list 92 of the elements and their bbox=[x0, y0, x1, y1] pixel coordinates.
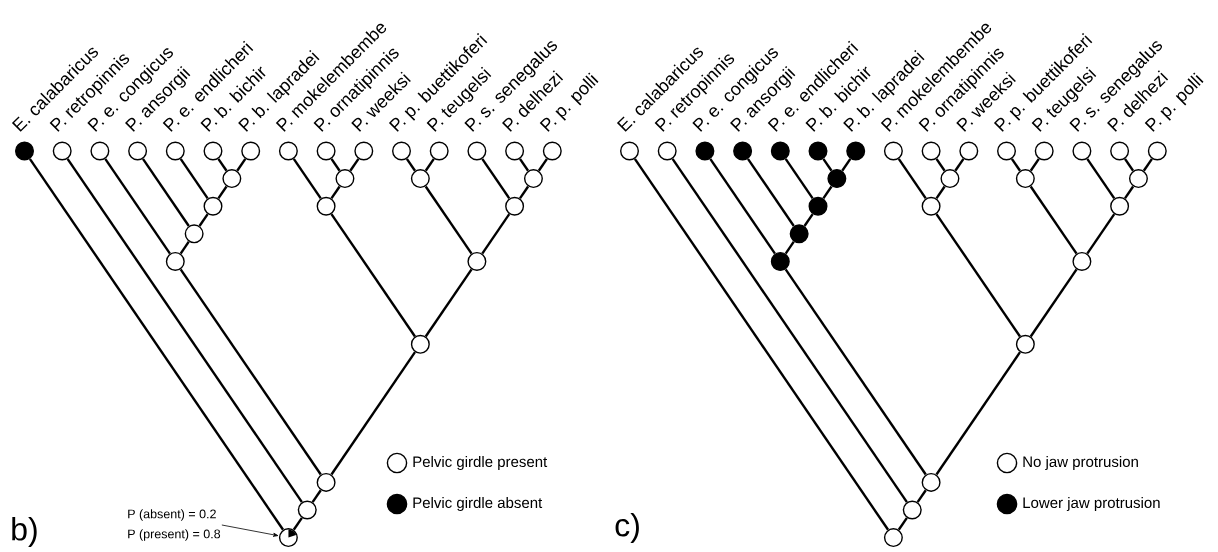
tree-branch bbox=[709, 158, 776, 255]
state-circle bbox=[467, 251, 487, 271]
tree-branch bbox=[746, 158, 795, 227]
tree-branch bbox=[217, 158, 228, 172]
tree-branch bbox=[935, 158, 946, 172]
state-circle bbox=[410, 334, 430, 354]
tree-branch bbox=[518, 185, 530, 200]
state-circle bbox=[1072, 251, 1092, 271]
state-circle bbox=[921, 472, 941, 492]
state-circle bbox=[203, 196, 223, 216]
state-circle bbox=[789, 224, 809, 244]
state-circle bbox=[505, 196, 525, 216]
state-circle bbox=[184, 224, 204, 244]
tree-branch bbox=[935, 213, 1021, 338]
state-circle bbox=[1128, 169, 1148, 189]
tree-branch bbox=[198, 213, 209, 227]
tree-branch bbox=[784, 158, 814, 200]
state-circle bbox=[316, 196, 336, 216]
tree-branch bbox=[424, 158, 435, 172]
tree-branch bbox=[179, 158, 209, 200]
tree-branch bbox=[671, 158, 908, 503]
tree-branch bbox=[803, 213, 814, 227]
state-circle bbox=[1015, 334, 1035, 354]
legend-text: Pelvic girdle present bbox=[413, 456, 548, 470]
state-circle bbox=[940, 169, 960, 189]
state-circle bbox=[883, 528, 903, 548]
tree-branch bbox=[935, 351, 1021, 476]
tree-branch bbox=[518, 158, 530, 172]
leader-arrow bbox=[221, 524, 279, 537]
state-circle bbox=[902, 500, 922, 520]
tree-branch bbox=[311, 489, 322, 503]
tree-branch bbox=[897, 158, 927, 200]
tree-branch bbox=[330, 351, 416, 476]
probability-note: P (absent) = 0.2 P (present) = 0.8 bbox=[128, 509, 221, 541]
state-circle bbox=[316, 472, 336, 492]
tree-branch bbox=[217, 185, 228, 200]
panel-label: b) bbox=[12, 517, 37, 547]
tree-branch bbox=[141, 158, 190, 227]
tree-branch bbox=[292, 158, 322, 200]
tree-branch bbox=[954, 158, 965, 172]
tree-branch bbox=[822, 185, 833, 200]
legend-text: Lower jaw protrusion bbox=[1023, 497, 1160, 511]
tree-branch bbox=[424, 268, 473, 338]
tree-branch bbox=[841, 158, 852, 172]
tree-branch bbox=[633, 158, 890, 531]
tree-branch bbox=[405, 158, 416, 172]
tree-branch bbox=[1086, 158, 1116, 200]
tree-branch bbox=[1086, 213, 1116, 255]
legend-text: No jaw protrusion bbox=[1023, 456, 1138, 470]
state-pie bbox=[278, 528, 298, 548]
tree-branch bbox=[1142, 158, 1153, 172]
tree-branch bbox=[897, 517, 908, 531]
legend-text: Pelvic girdle absent bbox=[413, 497, 543, 511]
state-circle bbox=[770, 251, 790, 271]
tree-branch bbox=[1123, 185, 1135, 200]
state-circle bbox=[921, 196, 941, 216]
state-circle bbox=[1015, 169, 1035, 189]
tree-branch bbox=[424, 185, 473, 255]
tree-branch bbox=[28, 158, 285, 531]
tree-branch bbox=[1029, 158, 1040, 172]
tree-branch bbox=[236, 158, 247, 172]
state-circle bbox=[808, 196, 828, 216]
tree-branch bbox=[330, 185, 341, 200]
state-circle bbox=[523, 169, 543, 189]
tree-branch bbox=[1010, 158, 1021, 172]
state-circle bbox=[410, 169, 430, 189]
state-circle bbox=[165, 251, 185, 271]
tree-branch bbox=[1029, 268, 1078, 338]
tree-branch bbox=[179, 241, 190, 255]
tree-branch bbox=[292, 517, 303, 531]
tree-branch bbox=[330, 213, 416, 338]
tree-branch bbox=[822, 158, 833, 172]
tree-branch bbox=[1029, 185, 1078, 255]
tree-branch bbox=[349, 158, 360, 172]
state-circle bbox=[297, 500, 317, 520]
tree-branch bbox=[916, 489, 927, 503]
tree-branch bbox=[784, 241, 795, 255]
tree-branch bbox=[935, 185, 946, 200]
state-circle bbox=[827, 169, 847, 189]
state-circle bbox=[222, 169, 242, 189]
tree-branch bbox=[784, 268, 927, 476]
tree-branch bbox=[104, 158, 171, 255]
tree-branch bbox=[1123, 158, 1135, 172]
panel-label: c) bbox=[615, 513, 639, 543]
tree-branch bbox=[537, 158, 548, 172]
tree-branch bbox=[481, 158, 511, 200]
tree-branch bbox=[330, 158, 341, 172]
state-circle bbox=[1110, 196, 1130, 216]
state-circle bbox=[335, 169, 355, 189]
tree-branch bbox=[481, 213, 511, 255]
tree-branch bbox=[179, 268, 322, 476]
tree-branch bbox=[66, 158, 303, 503]
